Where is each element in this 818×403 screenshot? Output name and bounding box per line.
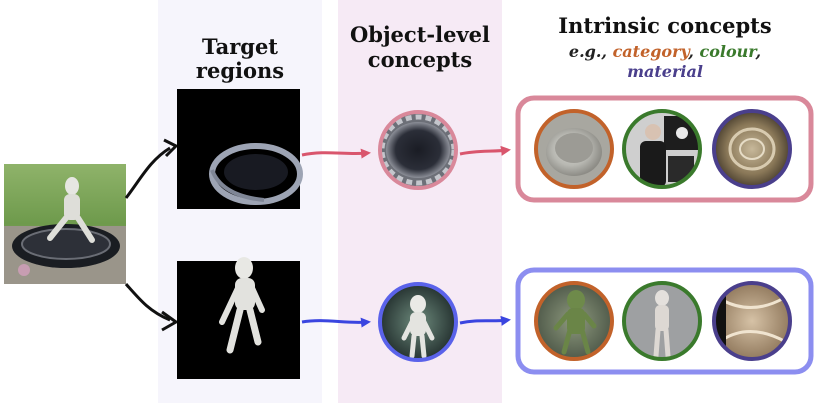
object-level-heading-line2: concepts bbox=[367, 47, 473, 72]
arrow-pot-to-object bbox=[301, 148, 371, 159]
arrow-pot-to-intrinsic bbox=[459, 145, 511, 156]
example-material: material bbox=[627, 62, 703, 81]
examples-line2: material bbox=[520, 62, 810, 82]
target-regions-heading: Target regions bbox=[195, 34, 285, 83]
white-bowl-icon bbox=[534, 109, 614, 189]
arrow-figure-to-intrinsic bbox=[459, 315, 511, 326]
glass-swirl-icon bbox=[712, 109, 792, 189]
intrinsic-concepts-heading: Intrinsic concepts bbox=[558, 13, 772, 38]
example-colour: colour bbox=[699, 42, 756, 61]
pot-concepts-frame bbox=[515, 95, 814, 203]
arrow-to-pot-region bbox=[124, 146, 171, 199]
green-creature-icon bbox=[534, 281, 614, 361]
example-comma-2: , bbox=[755, 42, 762, 61]
example-comma-1: , bbox=[688, 42, 694, 61]
examples-line1: e.g., category, colour, bbox=[520, 42, 810, 62]
figure-concepts-frame bbox=[515, 267, 814, 375]
pot-object-icon bbox=[378, 110, 458, 190]
arrow-to-figure-region bbox=[124, 283, 171, 322]
tan-fabric-icon bbox=[712, 281, 792, 361]
figure-object-icon bbox=[378, 282, 458, 362]
pot-region-icon bbox=[177, 89, 303, 209]
examples-prefix: e.g., bbox=[568, 42, 607, 61]
person-colour-icon bbox=[622, 109, 702, 189]
source-photo bbox=[4, 164, 126, 284]
object-level-heading-line1: Object-level bbox=[349, 22, 491, 47]
grey-statue-icon bbox=[622, 281, 702, 361]
figure-region-icon bbox=[177, 257, 300, 379]
example-category: category bbox=[612, 42, 689, 61]
arrow-figure-to-object bbox=[301, 317, 371, 328]
